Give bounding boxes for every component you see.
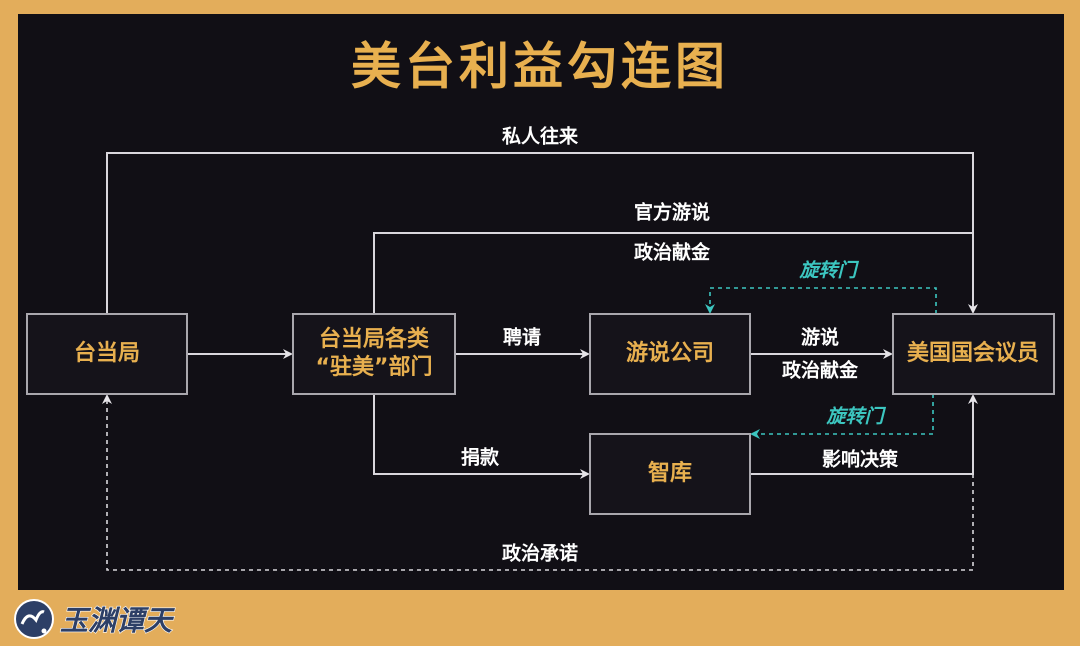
edge-political-promise [102, 394, 974, 571]
label-political-donation-top: 政治献金 [634, 241, 711, 264]
edge-revolving-door-top [705, 287, 937, 314]
edge-official-lobby [373, 232, 973, 314]
node-label-line2: “驻美”部门 [316, 354, 433, 380]
label-political-donation-mid: 政治献金 [782, 359, 859, 382]
node-taiwan-authority: 台当局 [26, 313, 188, 395]
diagram-title: 美台利益勾连图 [351, 38, 729, 96]
label-private-contact: 私人往来 [502, 125, 578, 148]
node-us-departments: 台当局各类 “驻美”部门 [292, 313, 456, 395]
label-official-lobby: 官方游说 [634, 201, 710, 224]
node-label: 智库 [648, 460, 692, 486]
node-label-line1: 台当局各类 [319, 326, 430, 352]
node-label: 台当局 [74, 340, 140, 366]
diagram-panel [18, 14, 1064, 590]
edge-donate [373, 394, 590, 479]
logo-text: 玉渊谭天 [60, 604, 175, 637]
node-lobby-firm: 游说公司 [589, 313, 751, 395]
node-label: 美国国会议员 [907, 340, 1039, 366]
label-donate: 捐款 [461, 446, 500, 469]
label-political-promise: 政治承诺 [502, 542, 578, 565]
brand-logo: 玉渊谭天 [14, 599, 176, 639]
node-label: 游说公司 [626, 340, 714, 366]
edge-revolving-door-bottom [750, 394, 934, 439]
label-lobby: 游说 [801, 326, 839, 349]
label-revolving-door-top: 旋转门 [798, 260, 859, 282]
label-influence-policy: 影响决策 [822, 448, 899, 471]
label-revolving-door-bottom: 旋转门 [825, 406, 886, 428]
label-hire: 聘请 [503, 326, 541, 349]
node-think-tank: 智库 [589, 433, 751, 515]
node-congress: 美国国会议员 [892, 313, 1055, 395]
